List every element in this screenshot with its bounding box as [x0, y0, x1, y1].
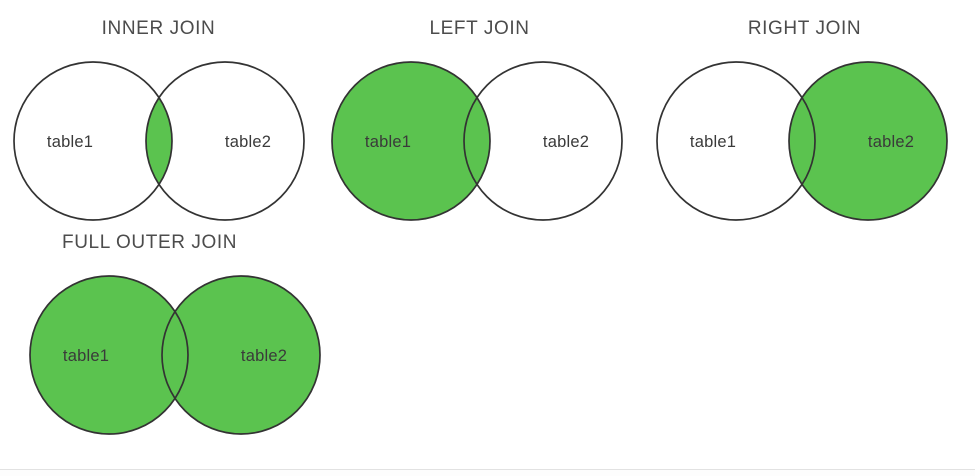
- venn-diagram-inner-join: INNER JOIN table1 table2: [12, 18, 305, 222]
- venn-title-full-outer-join: FULL OUTER JOIN: [62, 232, 238, 253]
- venn-circle-left: [656, 61, 816, 221]
- venn-circle-right: [161, 275, 321, 435]
- venn-label-table2: table2: [868, 133, 914, 151]
- venn-svg-inner-join: table1 table2: [13, 61, 305, 221]
- venn-svg-left-join: table1 table2: [331, 61, 623, 221]
- venn-label-table1: table1: [63, 347, 109, 365]
- venn-label-table1: table1: [365, 133, 411, 151]
- venn-label-table2: table2: [225, 133, 271, 151]
- venn-diagram-left-join: LEFT JOIN table1 table2: [330, 18, 629, 222]
- venn-circle-left: [29, 275, 189, 435]
- venn-label-table2: table2: [543, 133, 589, 151]
- venn-circle-right: [145, 61, 305, 221]
- venn-title-right-join: RIGHT JOIN: [747, 18, 862, 39]
- venn-diagram-right-join: RIGHT JOIN table1 table2: [655, 18, 954, 222]
- venn-label-table2: table2: [241, 347, 287, 365]
- venn-title-inner-join: INNER JOIN: [101, 18, 216, 39]
- venn-title-left-join: LEFT JOIN: [429, 18, 530, 39]
- venn-svg-right-join: table1 table2: [656, 61, 948, 221]
- venn-svg-full-outer-join: table1 table2: [29, 275, 321, 435]
- venn-label-table1: table1: [690, 133, 736, 151]
- venn-region-right-fill: [789, 62, 947, 220]
- footer-strip: [0, 470, 975, 476]
- venn-circle-left: [331, 61, 491, 221]
- venn-label-table1: table1: [47, 133, 93, 151]
- venn-region-right-fill: [162, 276, 320, 434]
- venn-circle-right: [463, 61, 623, 221]
- venn-circle-left: [13, 61, 173, 221]
- venn-region-left-fill: [30, 276, 188, 434]
- venn-circle-right: [788, 61, 948, 221]
- footer-divider: [0, 469, 975, 470]
- venn-region-left-fill: [332, 62, 490, 220]
- venn-diagram-full-outer-join: FULL OUTER JOIN table1 table2: [28, 232, 321, 436]
